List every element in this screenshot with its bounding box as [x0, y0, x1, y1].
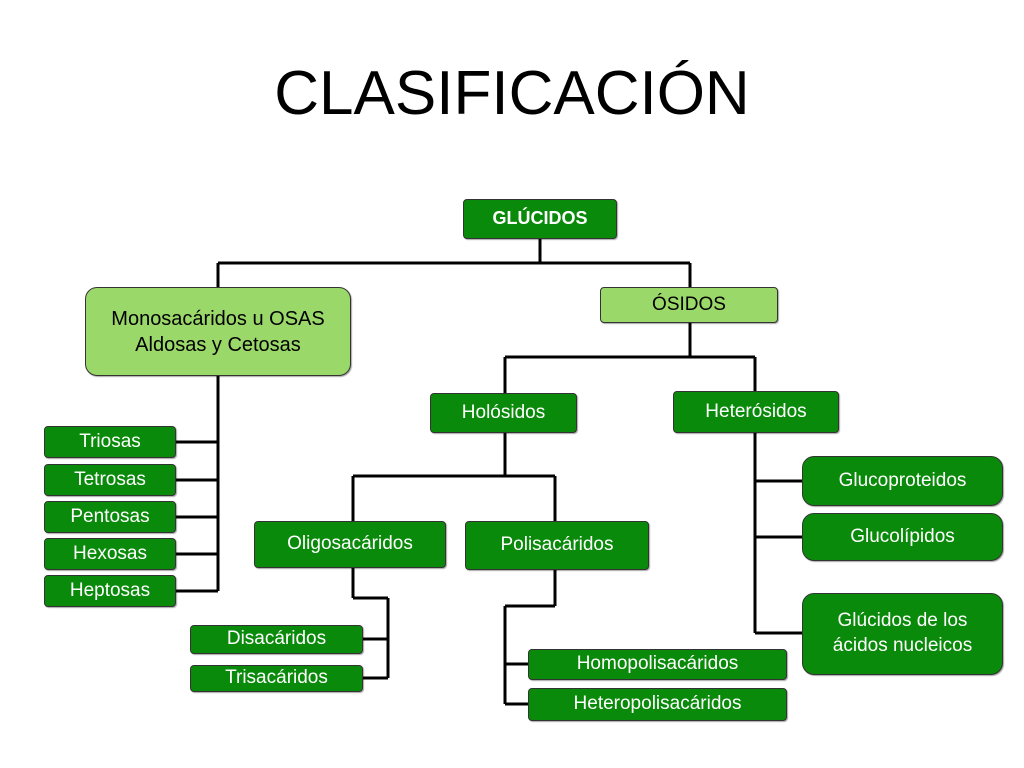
page-title: CLASIFICACIÓN [274, 59, 750, 128]
node-heteropolisacaridos: Heteropolisacáridos [528, 688, 787, 721]
node-label: Trisacáridos [225, 667, 328, 689]
node-label: Polisacáridos [500, 534, 614, 556]
node-triosas: Triosas [44, 426, 176, 458]
node-label: Pentosas [70, 505, 150, 527]
node-label: Glucolípidos [850, 525, 955, 547]
node-label: Holósidos [461, 401, 546, 423]
node-label: Homopolisacáridos [576, 653, 739, 675]
node-hexosas: Hexosas [44, 538, 176, 570]
node-polisacaridos: Polisacáridos [465, 521, 649, 570]
node-label: Heterósidos [705, 400, 807, 422]
node-monosacaridos: Monosacáridos u OSAS Aldosas y Cetosas [85, 287, 351, 376]
node-disacaridos: Disacáridos [190, 625, 363, 654]
node-label: Glúcidos de los ácidos nucleicos [832, 610, 973, 656]
node-glucidos: GLÚCIDOS [463, 199, 617, 239]
node-label: Hexosas [73, 542, 147, 564]
node-label: GLÚCIDOS [492, 208, 588, 229]
node-pentosas: Pentosas [44, 501, 176, 533]
node-label: Heptosas [69, 579, 151, 601]
node-osidos: ÓSIDOS [600, 287, 778, 323]
node-heterosidos: Heterósidos [673, 391, 839, 433]
node-label: Disacáridos [226, 628, 327, 650]
node-label: Oligosacáridos [287, 533, 413, 555]
node-label: ÓSIDOS [652, 293, 726, 315]
node-glucidos-acidos-nucleicos: Glúcidos de los ácidos nucleicos [802, 593, 1003, 675]
node-label: Glucoproteidos [838, 469, 967, 491]
node-label: Heteropolisacáridos [573, 693, 742, 715]
node-tetrosas: Tetrosas [44, 464, 176, 496]
node-glucolipidos: Glucolípidos [802, 513, 1003, 561]
node-glucoproteidos: Glucoproteidos [802, 456, 1003, 506]
node-heptosas: Heptosas [44, 575, 176, 607]
node-label: Triosas [79, 430, 141, 452]
node-oligosacaridos: Oligosacáridos [254, 521, 446, 568]
node-trisacaridos: Trisacáridos [190, 665, 363, 692]
node-label: Tetrosas [74, 468, 146, 490]
node-homopolisacaridos: Homopolisacáridos [528, 649, 787, 680]
node-label: Monosacáridos u OSAS Aldosas y Cetosas [111, 307, 325, 356]
node-holosidos: Holósidos [430, 393, 577, 433]
